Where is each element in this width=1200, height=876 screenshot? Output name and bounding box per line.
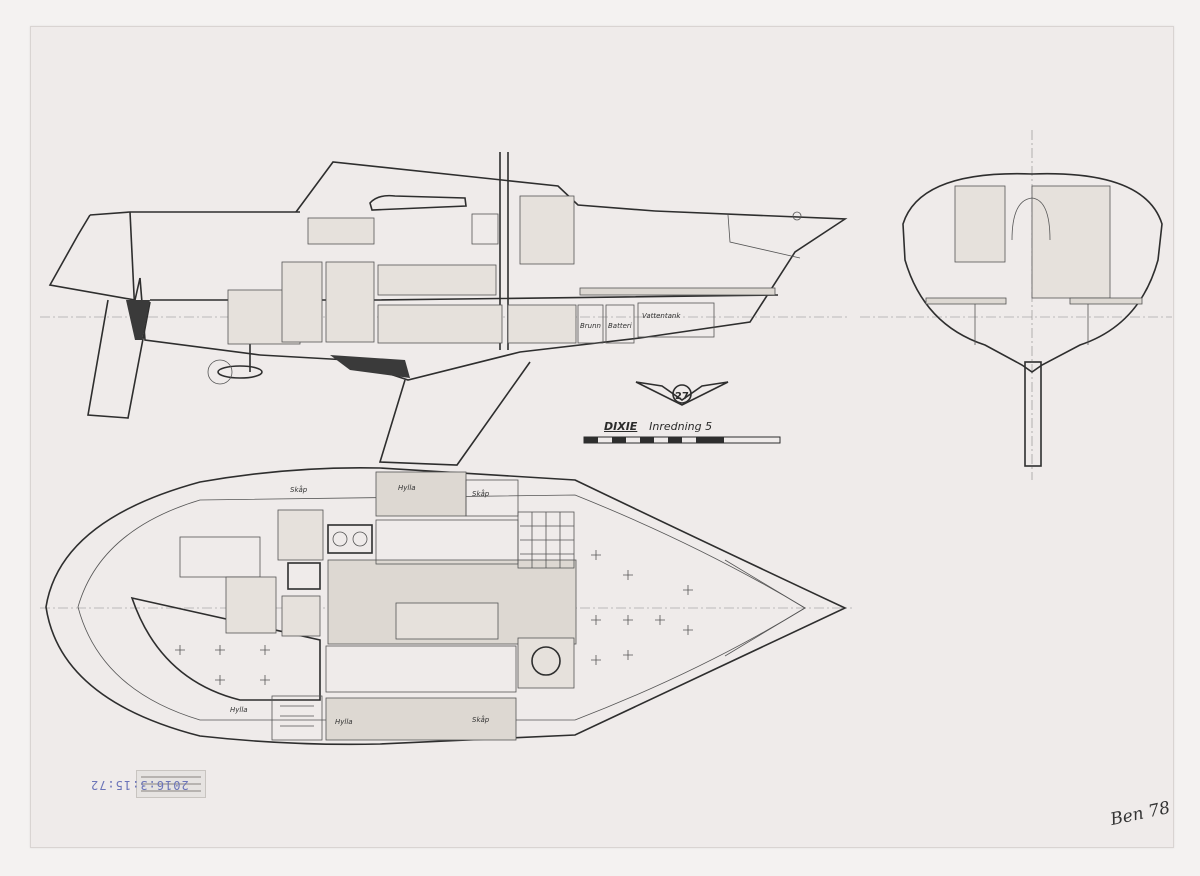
settee-stbd	[325, 645, 517, 693]
batteri-box	[605, 304, 635, 344]
stamp-line-1	[141, 776, 201, 778]
logo: 27	[635, 381, 729, 406]
cockpit-markers	[175, 645, 270, 685]
plan-label-skap-3: Skåp	[472, 715, 490, 724]
hull-bottom-aft	[139, 277, 261, 356]
plan-shelf-1	[375, 471, 467, 517]
galley-cabinet-1	[281, 261, 323, 343]
upper-locker	[307, 217, 375, 245]
hatch	[179, 536, 261, 578]
stove	[327, 524, 373, 554]
cabin-top-outline	[295, 161, 656, 213]
scale-bar	[583, 436, 781, 444]
section-berth-left	[925, 297, 1007, 305]
rudder-post	[126, 300, 150, 340]
plan-label-hylla-1: Hylla	[398, 484, 416, 492]
section-bulkhead-left	[954, 185, 1006, 263]
bulkhead-panel	[519, 195, 575, 265]
stairs	[271, 695, 323, 741]
head-box	[517, 637, 575, 689]
settee-base-2	[507, 304, 577, 344]
label-batteri: Batteri	[608, 322, 632, 330]
grid-lines	[520, 512, 574, 568]
plan-label-skap-2: Skåp	[472, 489, 490, 498]
label-brunn: Brunn	[580, 322, 601, 330]
plan-locker-2	[281, 595, 321, 637]
plan-label-hylla-2: Hylla	[230, 706, 248, 714]
plan-shelf-2	[325, 697, 517, 741]
side-profile-view: Brunn Batteri Vattentank	[40, 152, 850, 466]
section-doorway	[1011, 197, 1051, 241]
stair-steps	[280, 705, 314, 727]
section-keel	[1024, 361, 1042, 467]
label-vattentank: Vattentank	[642, 312, 681, 320]
logo-chevron	[635, 381, 729, 406]
burner-1	[332, 531, 348, 547]
plan-label-hylla-3: Hylla	[335, 718, 353, 726]
prop-circle	[207, 359, 233, 385]
title-subtitle: Inredning 5	[649, 420, 713, 433]
transom	[48, 214, 141, 301]
vattentank-box	[637, 302, 715, 338]
drawing-title: DIXIE Inredning 5	[604, 420, 712, 433]
keel	[378, 361, 531, 466]
logo-circle	[672, 384, 692, 404]
burner-2	[352, 531, 368, 547]
vberth-markers	[591, 550, 693, 665]
cabin-window	[369, 194, 467, 211]
stamp-line-2	[141, 783, 201, 785]
settee-port	[375, 519, 519, 565]
saloon-table	[395, 602, 499, 640]
sheer-inner	[150, 294, 779, 301]
section-bulkhead-right	[1031, 185, 1111, 299]
v-berth-cushion	[579, 287, 776, 296]
anchor-fitting	[792, 211, 802, 221]
settee-back	[377, 264, 497, 296]
aft-deck-line	[89, 211, 300, 216]
door-panel	[471, 213, 499, 245]
brunn-box	[577, 304, 604, 344]
stamp-line-3	[141, 790, 201, 792]
plan-label-skap-1: Skåp	[290, 485, 308, 494]
plan-locker-skap	[465, 479, 519, 517]
bilge-dark	[330, 355, 410, 378]
settee-base	[377, 304, 503, 344]
stamp-number: 2016:3:15:72	[90, 778, 189, 792]
plan-hull-outline	[45, 466, 847, 746]
title-main: DIXIE	[604, 420, 638, 433]
plan-view: Skåp Hylla Skåp Hylla Hylla Skåp	[40, 466, 852, 746]
bow-inner	[724, 559, 806, 657]
cockpit	[130, 596, 321, 701]
plan-locker-1	[225, 576, 277, 634]
section-berth-right	[1069, 297, 1143, 305]
galley-cabinet-2	[325, 261, 375, 343]
archive-stamp	[136, 770, 206, 798]
plan-galley-1	[277, 509, 324, 561]
section-view	[860, 130, 1172, 480]
sink	[287, 562, 321, 590]
toilet	[531, 646, 561, 676]
section-hull	[902, 172, 1163, 373]
rudder	[87, 299, 151, 419]
propeller	[217, 365, 263, 379]
fwd-locker	[727, 214, 801, 259]
logo-number: 27	[675, 391, 689, 402]
